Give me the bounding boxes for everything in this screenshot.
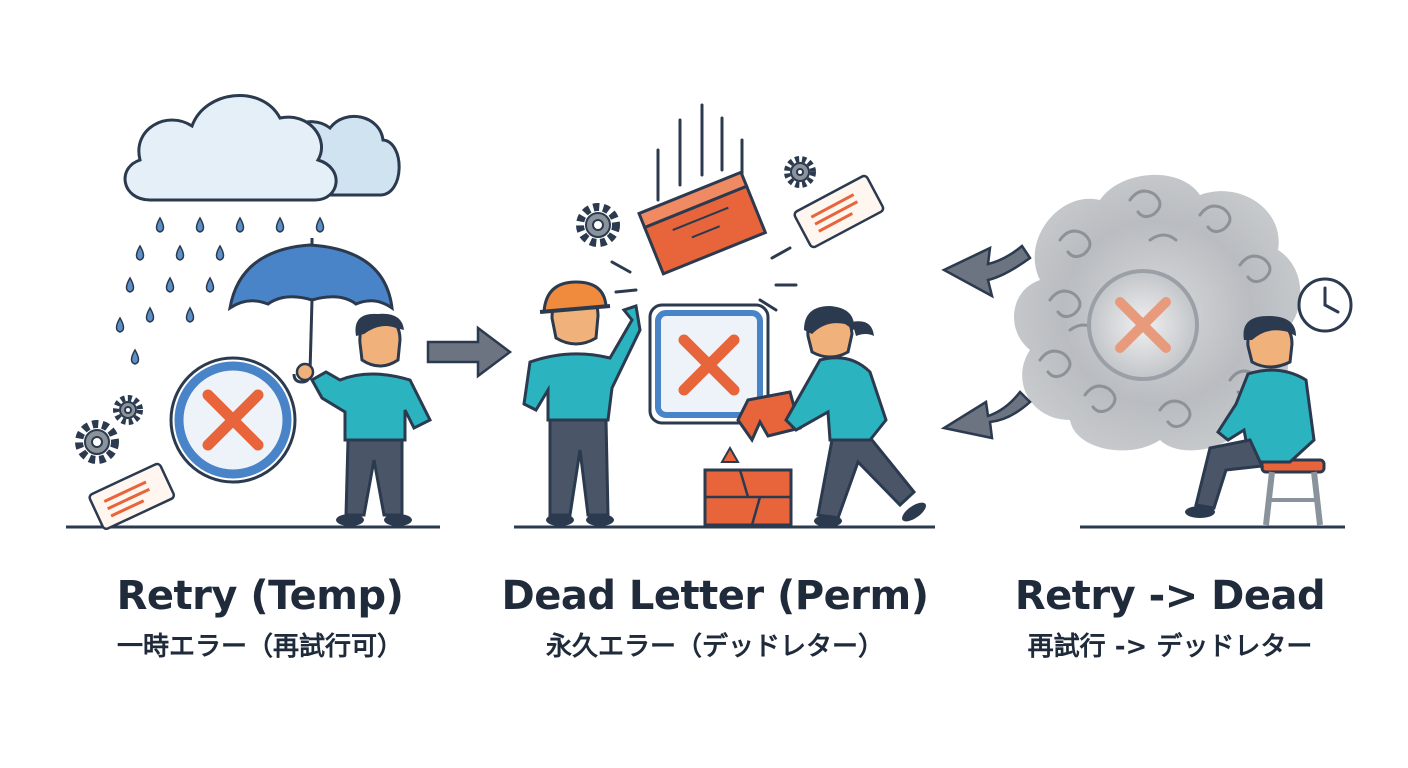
cloud-icon — [123, 94, 401, 202]
error-x-icon — [648, 303, 770, 425]
hardhat-icon — [539, 280, 611, 314]
brick-icon — [703, 390, 802, 527]
panel-subtitle: 一時エラー（再試行可） — [116, 632, 403, 662]
panel-title: Retry -> Dead — [1014, 573, 1326, 619]
panel-dead-letter — [514, 103, 935, 529]
gear-icon — [576, 156, 816, 247]
rain-icon — [115, 216, 325, 365]
impact-lines — [610, 246, 798, 312]
caption-dead-letter: Dead Letter (Perm) 永久エラー（デッドレター） — [480, 572, 950, 664]
person-seated — [1185, 316, 1316, 518]
clock-icon — [1297, 277, 1353, 333]
arrow-right-icon — [426, 325, 513, 379]
umbrella-icon — [227, 238, 394, 384]
error-x-icon — [1115, 297, 1171, 353]
person-standing — [295, 313, 433, 526]
panel-retry-to-dead — [940, 174, 1353, 529]
caption-retry-to-dead: Retry -> Dead 再試行 -> デッドレター — [960, 572, 1380, 664]
arrow-left-icon — [940, 390, 1032, 440]
person-hardhat — [522, 280, 642, 526]
error-x-icon — [169, 356, 297, 484]
brick-icon — [637, 170, 768, 276]
ticket-icon — [88, 462, 176, 531]
person-ponytail — [784, 306, 926, 527]
motion-lines — [656, 103, 744, 202]
panel-retry — [66, 94, 440, 531]
panel-title: Retry (Temp) — [116, 573, 404, 619]
panel-subtitle: 再試行 -> デッドレター — [1027, 632, 1313, 662]
arrow-left-icon — [941, 244, 1032, 299]
gear-icon — [75, 395, 143, 464]
panel-title: Dead Letter (Perm) — [501, 573, 929, 619]
panel-subtitle: 永久エラー（デッドレター） — [545, 632, 884, 662]
ticket-icon — [793, 174, 885, 249]
stool-icon — [1260, 458, 1326, 526]
caption-retry: Retry (Temp) 一時エラー（再試行可） — [40, 572, 480, 664]
